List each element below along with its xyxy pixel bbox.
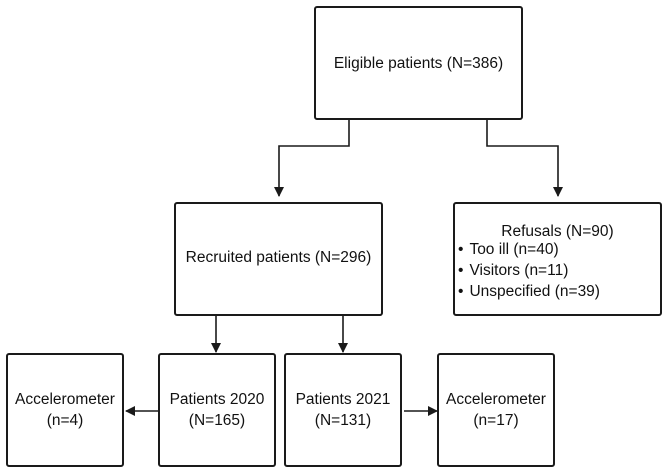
- patients-2021-count: (N=131): [314, 412, 372, 429]
- accelerometer-2020-label: Accelerometer (n=4): [8, 389, 122, 431]
- patients-2020-box: [158, 353, 276, 467]
- accelerometer-2021-box: [437, 353, 555, 467]
- arrow-eligible-to-refusals: [486, 120, 563, 197]
- patients-2021-title: Patients 2021: [295, 391, 391, 408]
- recruited-patients-box: [174, 202, 383, 316]
- refusals-title: Refusals (N=90): [501, 223, 614, 240]
- refusal-reason-unspecified: Unspecified (n=39): [458, 281, 600, 302]
- eligible-patients-box: [314, 6, 523, 120]
- accelerometer-2021-label: Accelerometer (n=17): [439, 389, 553, 431]
- patients-2020-title: Patients 2020: [169, 391, 265, 408]
- recruited-patients-label: Recruited patients (N=296): [185, 249, 372, 266]
- accelerometer-2020-box: [6, 353, 124, 467]
- refusal-reason-too-ill: Too ill (n=40): [458, 239, 600, 260]
- refusal-reasons-list: Too ill (n=40) Visitors (n=11) Unspecifi…: [458, 239, 600, 302]
- eligible-patients-label: Eligible patients (N=386): [333, 55, 504, 72]
- arrow-eligible-to-recruited: [274, 120, 350, 197]
- patients-2021-box: [284, 353, 402, 467]
- accelerometer-2020-count: (n=4): [46, 412, 84, 429]
- accelerometer-2020-title: Accelerometer: [15, 391, 115, 408]
- patients-2021-label: Patients 2021 (N=131): [286, 389, 400, 431]
- refusal-reason-visitors: Visitors (n=11): [458, 260, 600, 281]
- accelerometer-2021-count: (n=17): [473, 412, 519, 429]
- accelerometer-2021-title: Accelerometer: [446, 391, 546, 408]
- patients-2020-count: (N=165): [188, 412, 246, 429]
- patients-2020-label: Patients 2020 (N=165): [160, 389, 274, 431]
